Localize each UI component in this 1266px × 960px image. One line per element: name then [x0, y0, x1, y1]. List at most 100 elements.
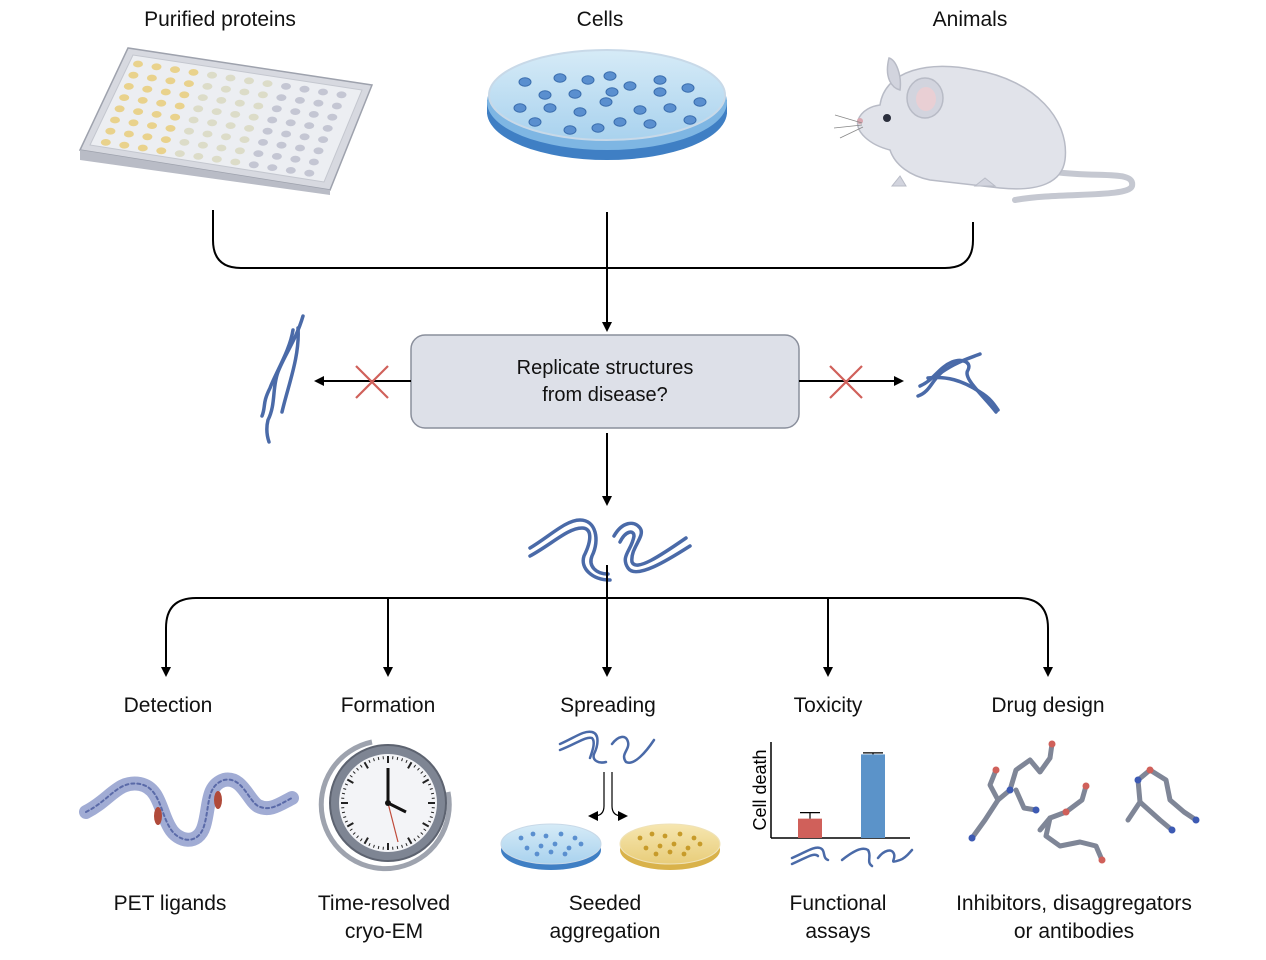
- well: [128, 119, 139, 127]
- cell: [643, 119, 657, 129]
- bar: [798, 818, 822, 838]
- clock-tick: [427, 820, 432, 823]
- well: [193, 105, 204, 113]
- colony: [677, 831, 683, 837]
- well: [290, 108, 301, 115]
- caption-spreading: Seeded aggregation: [505, 890, 705, 946]
- clock-tick: [368, 759, 371, 764]
- clock-tick: [422, 778, 430, 784]
- cell: [518, 77, 532, 87]
- well: [262, 80, 273, 87]
- cell: [563, 125, 577, 135]
- clock-tick: [401, 758, 403, 762]
- cell: [581, 75, 595, 85]
- well: [230, 111, 241, 118]
- well: [313, 147, 324, 155]
- well: [258, 139, 268, 146]
- clock-tick: [346, 778, 354, 784]
- well: [248, 113, 259, 121]
- clock-tick: [420, 771, 424, 774]
- colony: [538, 843, 544, 849]
- molecule-structures-icon: [968, 740, 1200, 864]
- seeding-icon: [500, 730, 721, 870]
- well: [188, 116, 199, 124]
- cell: [633, 105, 647, 115]
- well: [308, 111, 319, 118]
- cell: [663, 103, 677, 113]
- cell: [623, 81, 637, 91]
- clock-tick: [343, 788, 347, 790]
- well: [267, 116, 278, 124]
- caption-drug-design: Inhibitors, disaggregators or antibodies: [934, 890, 1214, 946]
- well: [267, 164, 278, 172]
- colony: [578, 841, 584, 847]
- well: [318, 88, 328, 96]
- well: [313, 99, 324, 107]
- well: [128, 71, 139, 79]
- well: [147, 122, 157, 129]
- caption-line: cryo-EM: [344, 920, 424, 943]
- well: [221, 133, 231, 141]
- well: [119, 141, 130, 149]
- well: [234, 99, 245, 107]
- colony: [671, 841, 677, 847]
- well: [294, 97, 305, 104]
- clock-tick: [377, 756, 380, 761]
- well: [197, 141, 208, 149]
- well: [327, 113, 338, 121]
- cell: [573, 107, 587, 117]
- colony: [572, 835, 578, 841]
- caption-line: assays: [805, 920, 871, 943]
- caption-line: PET ligands: [113, 892, 227, 915]
- well: [281, 83, 291, 90]
- colony: [691, 835, 697, 841]
- clock-tick: [401, 844, 403, 848]
- cell: [613, 117, 627, 127]
- colony: [562, 851, 568, 857]
- colony: [543, 833, 549, 839]
- reject-arrow-left: [314, 365, 411, 399]
- well: [262, 127, 273, 135]
- well: [105, 127, 116, 135]
- clock-tick: [407, 761, 413, 769]
- mouse-icon: [833, 57, 1136, 203]
- clock-tick: [344, 820, 349, 823]
- well: [137, 144, 148, 152]
- well: [160, 136, 171, 144]
- well: [230, 158, 241, 166]
- heading-formation: Formation: [340, 694, 436, 717]
- colony: [653, 851, 659, 857]
- caption-line: Inhibitors, disaggregators: [956, 892, 1192, 915]
- clock-tick: [423, 774, 427, 778]
- well: [318, 136, 329, 144]
- clock-tick: [359, 764, 363, 768]
- petri-dish-icon: [487, 49, 727, 160]
- clock-tick: [363, 837, 369, 845]
- clock-tick: [343, 816, 347, 818]
- well: [225, 122, 236, 129]
- clock-tick: [413, 764, 417, 768]
- well: [183, 80, 194, 87]
- colony: [548, 849, 554, 855]
- well: [299, 133, 310, 141]
- cell: [568, 89, 582, 99]
- well-plate-icon: [78, 47, 374, 195]
- source-label-purified-proteins: Purified proteins: [144, 8, 296, 31]
- well: [193, 153, 204, 160]
- well: [290, 155, 301, 163]
- clock-tick: [422, 822, 430, 828]
- well: [202, 130, 213, 138]
- colony: [657, 843, 663, 849]
- well: [151, 63, 162, 71]
- well: [244, 124, 255, 132]
- well: [165, 77, 176, 85]
- well: [239, 136, 250, 144]
- clock-tick: [396, 845, 399, 850]
- clock-tick: [430, 811, 435, 814]
- well: [174, 102, 185, 110]
- well: [133, 108, 144, 115]
- well: [207, 119, 218, 127]
- well: [308, 158, 319, 166]
- heading-spreading: Spreading: [560, 694, 656, 717]
